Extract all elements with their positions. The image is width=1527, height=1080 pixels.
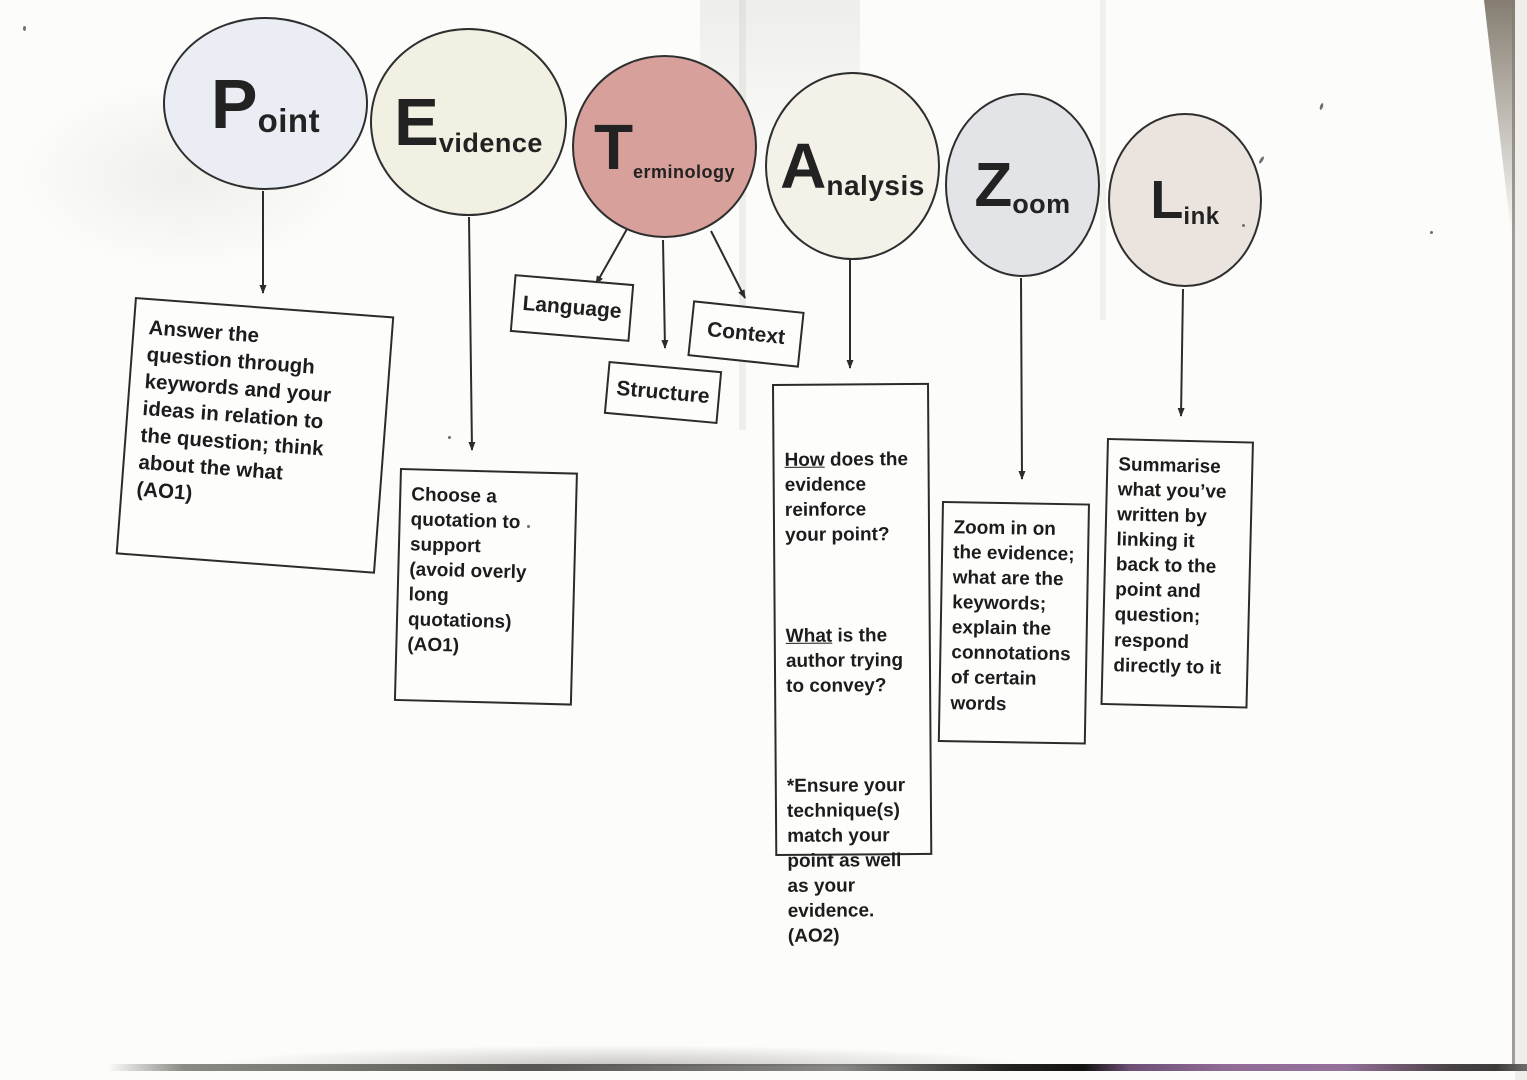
circle-zoom-initial: Z — [974, 150, 1013, 220]
box-context: Context — [687, 300, 805, 368]
circle-link-initial: L — [1150, 170, 1184, 230]
circle-terminology-initial: T — [593, 110, 634, 183]
circle-point-rest: oint — [257, 101, 321, 139]
circle-zoom-rest: oom — [1012, 188, 1071, 219]
scan-speck — [1258, 155, 1265, 165]
scan-speck — [527, 525, 530, 528]
scan-streak — [739, 0, 746, 430]
note-analysis-what: What is the author trying to convey? — [786, 623, 920, 699]
box-structure: Structure — [603, 360, 723, 425]
scan-speck — [448, 436, 451, 439]
note-analysis-what-word: What — [785, 625, 833, 647]
arrow-terminology-to-language — [595, 228, 628, 285]
page-edge-right-wedge — [1484, 0, 1515, 235]
scan-speck — [1242, 224, 1245, 227]
scan-speck — [1430, 231, 1433, 234]
arrow-terminology-to-context — [710, 230, 746, 299]
circle-link-rest: ink — [1183, 203, 1220, 230]
scan-speck — [1318, 102, 1325, 111]
scan-streak — [1100, 0, 1106, 320]
page-edge-bottom — [0, 1064, 1527, 1071]
page-margin-right — [1515, 0, 1527, 1080]
circle-evidence-rest: vidence — [438, 127, 543, 158]
note-evidence: Choose a quotation to support (avoid ove… — [393, 468, 578, 706]
circle-point-initial: P — [210, 64, 258, 143]
note-analysis-how: How does the evidence reinforce your poi… — [784, 447, 918, 548]
arrow-zoom-to-note — [1018, 277, 1026, 480]
arrow-terminology-to-structure — [661, 239, 669, 349]
note-link: Summarise what you’ve written by linking… — [1100, 438, 1254, 709]
arrow-link-to-note — [1177, 288, 1185, 417]
circle-terminology-rest: erminology — [633, 161, 736, 182]
box-language: Language — [509, 274, 635, 342]
circle-evidence-initial: E — [394, 84, 439, 160]
scan-speck — [23, 26, 26, 31]
note-point: Answer the question through keywords and… — [115, 297, 395, 574]
page-edge-right — [1512, 0, 1515, 1068]
note-zoom: Zoom in on the evidence; what are the ke… — [937, 501, 1090, 745]
arrow-evidence-to-note — [468, 216, 476, 451]
circle-analysis-rest: nalysis — [826, 170, 925, 201]
note-analysis-ensure: *Ensure your technique(s) match your poi… — [786, 775, 906, 948]
note-analysis-how-word: How — [784, 449, 825, 472]
circle-analysis-initial: A — [780, 130, 827, 202]
note-analysis: How does the evidence reinforce your poi… — [772, 382, 933, 947]
page-curl-shadow — [120, 1038, 1120, 1066]
